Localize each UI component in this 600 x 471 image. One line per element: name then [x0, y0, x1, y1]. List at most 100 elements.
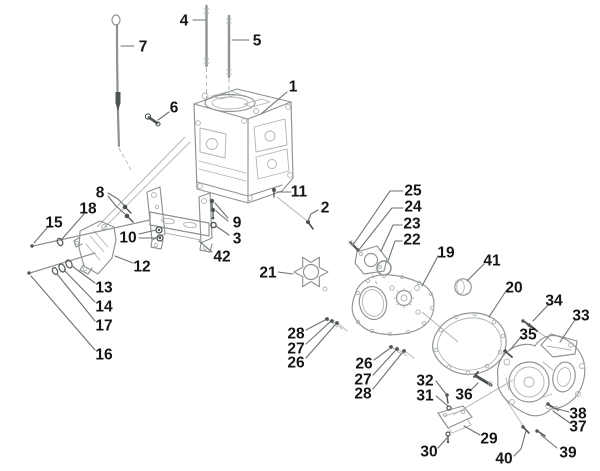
callout-6: 6 [170, 100, 179, 117]
leader-line-18 [61, 213, 85, 240]
leader-line-27 [372, 350, 396, 376]
callout-15: 15 [45, 215, 63, 232]
callout-9: 9 [233, 215, 242, 232]
callout-32: 32 [416, 373, 433, 390]
leader-line-36 [470, 382, 479, 391]
leader-line-27 [305, 321, 331, 345]
leader-line-24 [357, 207, 404, 252]
callout-34: 34 [545, 293, 563, 310]
cylinder-block-drawing [193, 88, 294, 204]
mount-frame-drawing [146, 186, 213, 253]
callout-3: 3 [233, 231, 242, 248]
oil-pump-drawings [293, 239, 392, 292]
callout-labels: 7451681815112931042121314171625242322211… [45, 13, 590, 468]
leader-line-28 [372, 352, 403, 390]
case-screw-drawings [325, 317, 415, 359]
callout-1: 1 [289, 79, 298, 96]
leader-line-35 [509, 337, 521, 351]
leader-line-23 [380, 224, 403, 252]
callout-14: 14 [95, 299, 113, 316]
dipstick-drawing [111, 14, 121, 148]
bracket-and-rod-drawings [27, 219, 151, 276]
leader-line-10 [138, 229, 157, 235]
callout-36: 36 [455, 387, 473, 404]
callout-26: 26 [287, 355, 305, 372]
leader-line-25 [352, 190, 404, 246]
leader-line-8 [107, 192, 125, 206]
crankcase-plate-drawing [351, 273, 435, 337]
leader-line-12 [114, 255, 134, 264]
callout-4: 4 [180, 13, 189, 30]
leader-line-30 [437, 437, 448, 449]
callout-27: 27 [287, 341, 304, 358]
plug-drawing [454, 278, 472, 296]
leader-line-38 [557, 408, 570, 413]
callout-41: 41 [483, 253, 501, 270]
leader-line-9 [215, 210, 229, 222]
callout-19: 19 [437, 245, 455, 262]
leader-line-32 [435, 380, 447, 395]
callout-22: 22 [403, 232, 420, 249]
callout-28: 28 [287, 326, 305, 343]
callout-10: 10 [119, 230, 136, 247]
lower-fastener-drawings [437, 319, 559, 444]
callout-29: 29 [480, 431, 498, 448]
leader-line-15 [33, 227, 48, 244]
leader-line-2 [307, 209, 319, 222]
callout-42: 42 [213, 249, 230, 266]
leader-line-33 [559, 319, 576, 343]
leader-line-16 [30, 275, 96, 351]
leader-line-1 [260, 91, 288, 115]
leader-line-28 [305, 319, 326, 331]
callout-38: 38 [569, 406, 587, 423]
callout-27: 27 [354, 372, 371, 389]
leader-line-26 [305, 324, 336, 359]
leader-line-42 [198, 240, 213, 253]
callout-33: 33 [572, 308, 590, 325]
callout-12: 12 [133, 259, 150, 276]
callout-8: 8 [96, 185, 105, 202]
cover-gasket-drawing [432, 311, 507, 376]
assembly-lines [96, 68, 553, 428]
leader-line-29 [463, 425, 481, 436]
leader-line-14 [63, 269, 96, 303]
callout-31: 31 [416, 388, 434, 405]
callout-leader-lines [30, 19, 576, 457]
callout-30: 30 [420, 444, 437, 461]
callout-11: 11 [291, 184, 308, 201]
crankcase-cover-drawing [496, 333, 586, 417]
callout-17: 17 [95, 318, 112, 335]
leader-line-6 [157, 111, 170, 121]
callout-20: 20 [505, 280, 522, 297]
leader-line-3 [215, 225, 230, 236]
leader-line-21 [277, 271, 294, 275]
callout-21: 21 [259, 265, 277, 282]
callout-26: 26 [355, 356, 373, 373]
leader-line-31 [435, 395, 449, 407]
callout-7: 7 [139, 39, 148, 56]
callout-5: 5 [253, 33, 262, 50]
callout-39: 39 [559, 445, 577, 462]
leader-line-41 [466, 263, 485, 282]
leader-line-26 [373, 348, 390, 361]
callout-25: 25 [404, 183, 422, 200]
callout-16: 16 [95, 347, 113, 364]
callout-28: 28 [354, 386, 372, 403]
leader-line-40 [513, 430, 527, 457]
leader-line-8 [107, 195, 126, 215]
fitting-drawing [144, 113, 161, 127]
callout-24: 24 [404, 199, 422, 216]
leader-line-17 [56, 273, 96, 322]
leader-line-13 [71, 265, 96, 284]
leader-line-39 [540, 434, 558, 449]
callout-23: 23 [403, 216, 421, 233]
leader-line-20 [488, 290, 507, 318]
callout-35: 35 [519, 327, 537, 344]
callout-18: 18 [79, 201, 97, 218]
leader-line-9 [214, 202, 229, 219]
callout-2: 2 [321, 200, 330, 217]
callout-13: 13 [95, 280, 113, 297]
leader-line-19 [421, 255, 439, 287]
